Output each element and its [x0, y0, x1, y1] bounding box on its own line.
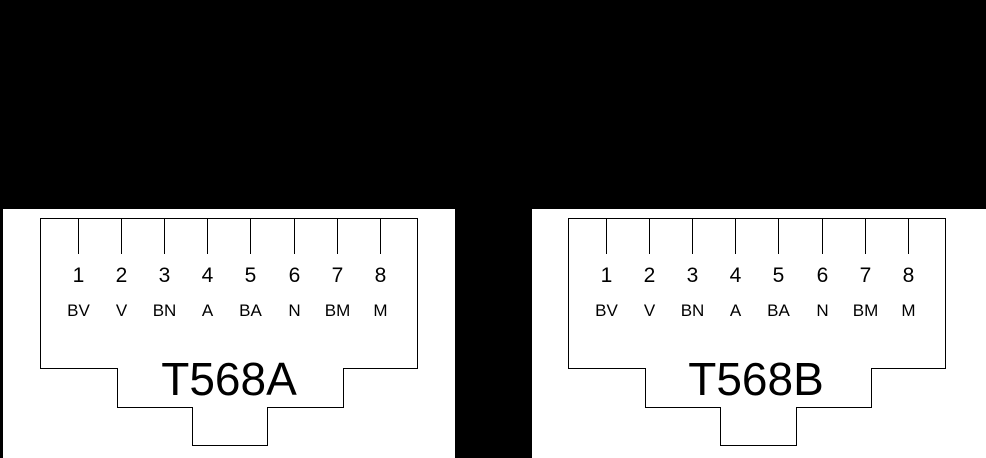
connector-a-jack-outline: [40, 218, 418, 446]
connector-b-pins: 1BV 2V 3BN 4A 5BA 6N 7BM 8M: [595, 219, 916, 320]
connector-b-pin-color-code: N: [816, 301, 828, 320]
connector-b-pin-number: 4: [730, 264, 742, 287]
connector-b-pin-number: 6: [817, 264, 829, 287]
connector-a: 1BV 2V 3BN 4A 5BA 6N 7BM 8M T568A: [3, 209, 455, 458]
connector-b-panel: [532, 209, 986, 458]
connector-b-pin-color-code: A: [730, 301, 742, 320]
connector-b-pin-color-code: BV: [595, 301, 618, 320]
connector-a-pin-color-code: N: [288, 301, 300, 320]
connector-a-pin-color-code: V: [116, 301, 128, 320]
connector-b-pin-number: 5: [773, 264, 785, 287]
connector-a-pin-color-code: A: [202, 301, 214, 320]
connector-a-pin-number: 4: [202, 264, 214, 287]
connector-a-pin-number: 1: [73, 264, 85, 287]
connector-b-pin-number: 1: [601, 264, 613, 287]
connector-b: 1BV 2V 3BN 4A 5BA 6N 7BM 8M T568B: [532, 209, 986, 458]
connector-b-pin-number: 3: [687, 264, 699, 287]
connector-a-pin-color-code: BV: [67, 301, 90, 320]
connector-a-pin-number: 3: [159, 264, 171, 287]
connector-b-jack-outline: [568, 218, 946, 446]
connector-a-pin-color-code: M: [373, 301, 387, 320]
connector-a-pin-color-code: BN: [153, 301, 177, 320]
connector-b-pin-color-code: V: [644, 301, 656, 320]
connector-a-pin-number: 5: [245, 264, 257, 287]
connector-a-pin-number: 2: [116, 264, 128, 287]
connector-a-pin-number: 7: [332, 264, 344, 287]
connector-b-pin-color-code: BN: [681, 301, 705, 320]
connector-b-title: T568B: [688, 353, 824, 405]
connector-b-pin-color-code: BM: [853, 301, 879, 320]
connector-a-title: T568A: [161, 353, 297, 405]
connector-a-pins: 1BV 2V 3BN 4A 5BA 6N 7BM 8M: [67, 219, 388, 320]
connector-a-pin-color-code: BM: [325, 301, 351, 320]
connector-a-pin-color-code: BA: [239, 301, 262, 320]
connector-a-pin-number: 6: [289, 264, 301, 287]
connector-b-pin-number: 8: [903, 264, 915, 287]
connector-b-pin-color-code: M: [901, 301, 915, 320]
connector-a-pin-number: 8: [375, 264, 387, 287]
connector-b-pin-number: 2: [644, 264, 656, 287]
connector-a-panel: [3, 209, 455, 458]
connector-b-pin-color-code: BA: [767, 301, 790, 320]
connector-b-pin-number: 7: [860, 264, 872, 287]
